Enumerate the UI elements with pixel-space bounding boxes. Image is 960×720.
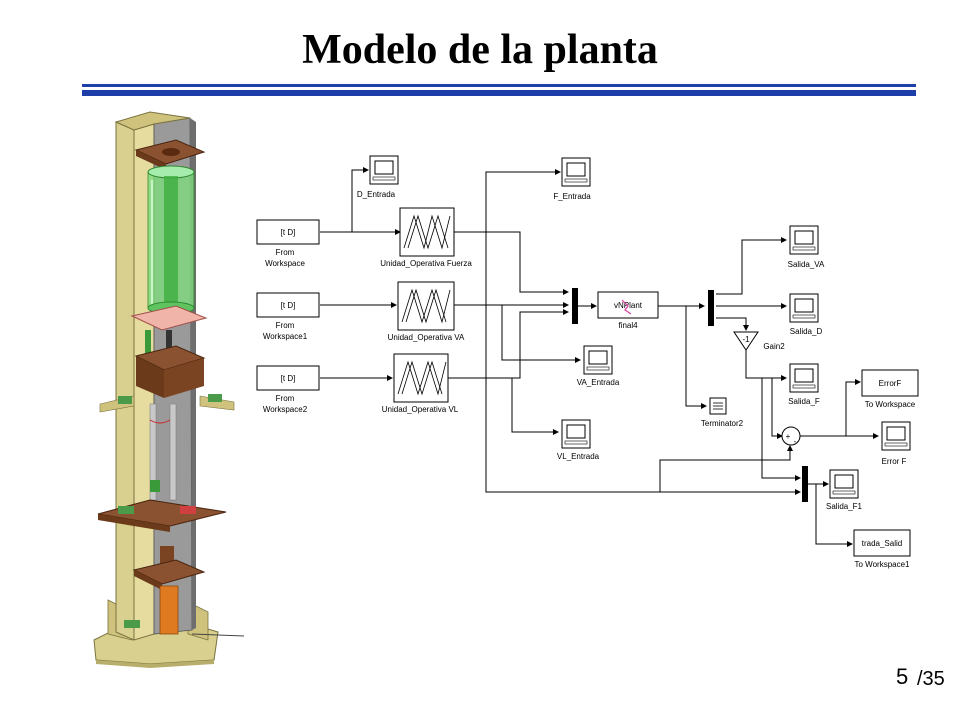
to-workspace-errorf-inner: ErrorF [879, 379, 902, 388]
fuzzy-label-vl: Unidad_Operativa VL [382, 405, 459, 414]
plant-block-final4: vNPlant final4 [597, 291, 659, 330]
mux-block [572, 288, 578, 324]
scope-d-entrada: D_Entrada [357, 155, 399, 199]
from-workspace2-label: From [276, 394, 295, 403]
machine-illustration [93, 111, 245, 668]
scope-va-entrada-label: VA_Entrada [577, 378, 620, 387]
to-workspace-errorf: ErrorF To Workspace [861, 369, 919, 409]
gain-block: -1 Gain2 [733, 331, 785, 351]
from-workspace2-block: [t D] From Workspace2 [256, 365, 320, 414]
title-rule-thick [82, 90, 916, 96]
from-workspace2-inner: [t D] [281, 374, 296, 383]
scope-f-entrada-label: F_Entrada [553, 192, 591, 201]
scope-vl-entrada: VL_Entrada [557, 419, 600, 461]
scope-salida-d: Salida_D [789, 293, 823, 336]
sum-minus: - [794, 437, 797, 446]
gain-inner: -1 [742, 335, 750, 344]
from-workspace2-label2: Workspace2 [263, 405, 308, 414]
from-workspace-label2: Workspace [265, 259, 305, 268]
gain-label: Gain2 [763, 342, 785, 351]
terminator-label: Terminator2 [701, 419, 744, 428]
fuzzy-block-fuerza: Unidad_Operativa Fuerza [380, 207, 472, 268]
title-rule-thin [82, 84, 916, 87]
from-workspace-label: From [276, 248, 295, 257]
from-workspace1-label2: Workspace1 [263, 332, 308, 341]
fuzzy-label-va: Unidad_Operativa VA [388, 333, 465, 342]
scope-error-f: Error F [881, 421, 911, 466]
scope-vl-entrada-label: VL_Entrada [557, 452, 600, 461]
scope-salida-f: Salida_F [788, 363, 820, 406]
to-workspace1: trada_Salid To Workspace1 [853, 529, 911, 569]
from-workspace1-inner: [t D] [281, 301, 296, 310]
fuzzy-label-fuerza: Unidad_Operativa Fuerza [380, 259, 472, 268]
to-workspace-errorf-label: To Workspace [865, 400, 916, 409]
scope-va-entrada: VA_Entrada [577, 345, 620, 387]
from-workspace1-block: [t D] From Workspace1 [256, 292, 320, 341]
from-workspace1-label: From [276, 321, 295, 330]
terminator-block: Terminator2 [701, 397, 744, 428]
scope-error-f-label: Error F [882, 457, 907, 466]
sum-block: + - [781, 426, 801, 446]
page-total: /35 [917, 668, 945, 690]
plant-inner: vNPlant [614, 301, 643, 310]
mux2-block [802, 466, 808, 502]
to-workspace1-label: To Workspace1 [855, 560, 911, 569]
to-workspace1-inner: trada_Salid [862, 539, 902, 548]
scope-f-entrada: F_Entrada [553, 157, 591, 201]
demux-block [708, 290, 714, 326]
scope-d-entrada-label: D_Entrada [357, 190, 396, 199]
fuzzy-block-va: Unidad_Operativa VA [388, 281, 465, 342]
scope-salida-va-label: Salida_VA [788, 260, 825, 269]
scope-salida-f-label: Salida_F [788, 397, 820, 406]
scope-salida-va: Salida_VA [788, 225, 825, 269]
plant-label: final4 [618, 321, 638, 330]
fuzzy-block-vl: Unidad_Operativa VL [382, 353, 459, 414]
sum-plus: + [786, 432, 791, 441]
from-workspace-block: [t D] From Workspace [256, 219, 320, 268]
from-workspace-inner: [t D] [281, 228, 296, 237]
page-number: 5 [896, 664, 909, 689]
slide-title: Modelo de la planta [302, 27, 658, 73]
scope-salida-d-label: Salida_D [790, 327, 823, 336]
scope-salida-f1: Salida_F1 [826, 469, 863, 511]
scope-salida-f1-label: Salida_F1 [826, 502, 863, 511]
